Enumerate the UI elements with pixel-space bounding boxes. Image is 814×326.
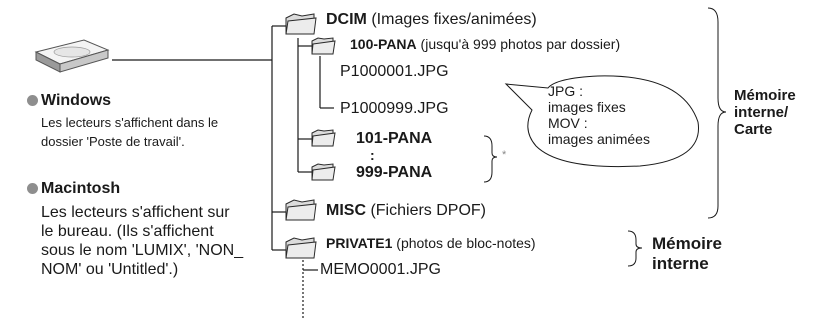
folder-misc-desc: (Fichiers DPOF) — [370, 202, 487, 219]
speech-bubble — [504, 75, 699, 168]
hard-drive-icon — [34, 39, 110, 73]
folder-icon — [311, 163, 336, 181]
folder-100-pana: 100-PANA (jusqu'à 999 photos par dossier… — [350, 37, 620, 51]
folder-dcim: DCIM (Images fixes/animées) — [326, 12, 537, 28]
folder-100-pana-name: 100-PANA — [350, 36, 417, 52]
file-memo: MEMO0001.JPG — [320, 261, 441, 278]
memory-card-line-1: Mémoire — [734, 87, 796, 104]
memory-internal-line-1: Mémoire — [652, 234, 722, 253]
folder-icon — [285, 237, 317, 259]
folder-icon — [285, 13, 317, 35]
folder-private1-name: PRIVATE1 — [326, 235, 393, 251]
mac-heading: Macintosh — [27, 181, 120, 197]
folder-misc: MISC (Fichiers DPOF) — [326, 203, 486, 219]
asterisk-note: * — [502, 149, 507, 161]
file-first: P1000001.JPG — [340, 63, 449, 80]
bullet-dot-icon — [27, 183, 38, 194]
bubble-line-1: JPG : — [548, 83, 584, 99]
folder-icon — [311, 37, 336, 55]
mac-title: Macintosh — [41, 180, 121, 197]
bullet-dot-icon — [27, 95, 38, 106]
windows-heading: Windows — [27, 93, 111, 109]
folder-ellipsis: : — [370, 147, 375, 163]
folder-private1: PRIVATE1 (photos de bloc-notes) — [326, 236, 536, 250]
memory-card-line-3: Carte — [734, 121, 773, 138]
bubble-line-2: images fixes — [548, 99, 626, 115]
windows-body: Les lecteurs s'affichent dans le dossier… — [41, 115, 219, 149]
folder-misc-name: MISC — [326, 202, 366, 219]
folder-icon — [285, 199, 317, 221]
mac-body: Les lecteurs s'affichent sur le bureau. … — [41, 204, 244, 278]
file-last: P1000999.JPG — [340, 100, 449, 117]
bubble-line-3: MOV : — [548, 115, 588, 131]
memory-card-line-2: interne/ — [734, 104, 789, 121]
memory-internal-line-2: interne — [652, 254, 709, 273]
folder-private1-desc: (photos de bloc-notes) — [396, 235, 536, 251]
folder-icon — [311, 129, 336, 147]
windows-title: Windows — [41, 92, 112, 109]
folder-dcim-desc: (Images fixes/animées) — [371, 11, 537, 28]
folder-dcim-name: DCIM — [326, 11, 367, 28]
folder-100-pana-desc: (jusqu'à 999 photos par dossier) — [420, 36, 621, 52]
bubble-line-4: images animées — [548, 131, 650, 147]
folder-101-pana: 101-PANA — [356, 130, 433, 147]
folder-999-pana: 999-PANA — [356, 164, 433, 181]
